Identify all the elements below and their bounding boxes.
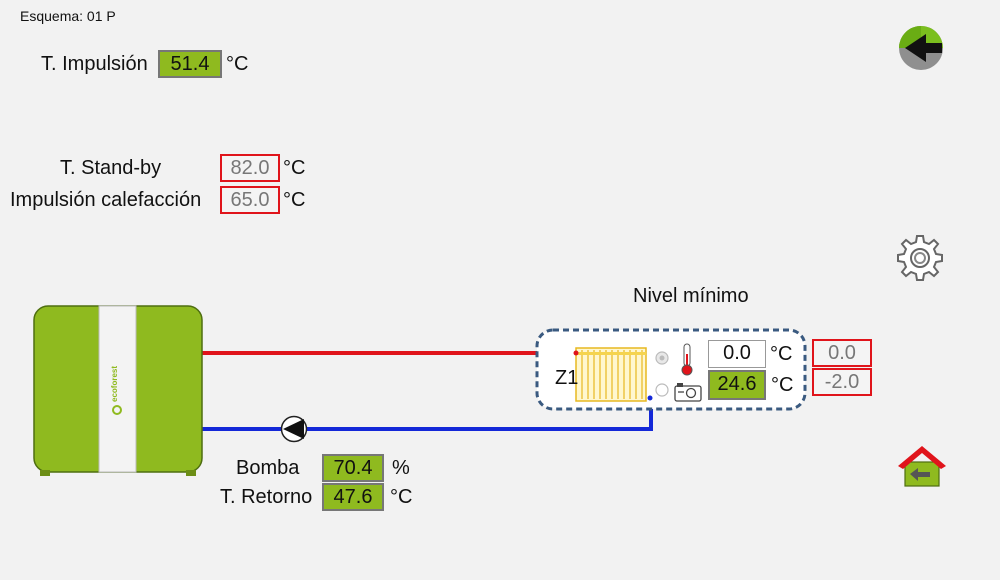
scheme-label: Esquema: 01 P	[20, 8, 116, 24]
zone-room-temp: 24.6	[708, 370, 766, 400]
thermometer-icon	[681, 343, 693, 376]
zone-offset1-field[interactable]: 0.0	[812, 339, 872, 367]
boiler-unit[interactable]: ecoforest	[33, 305, 203, 476]
zone-setpoint-unit: °C	[770, 343, 793, 365]
impulsion-unit: °C	[226, 53, 249, 75]
standby-unit: °C	[283, 157, 306, 179]
boiler-brand: ecoforest	[110, 366, 119, 402]
zone-room-unit: °C	[771, 374, 794, 396]
zone-title: Nivel mínimo	[633, 285, 749, 307]
zone-offset2-field[interactable]: -2.0	[812, 368, 872, 396]
home-icon[interactable]	[898, 446, 946, 487]
heating-label: Impulsión calefacción	[10, 189, 202, 211]
impulsion-label: T. Impulsión	[41, 53, 148, 75]
zone-name: Z1	[555, 367, 579, 389]
boiler-logo-icon	[112, 405, 122, 415]
pump-icon[interactable]	[280, 415, 308, 443]
mode-radio-sensor[interactable]	[655, 383, 669, 397]
return-label: T. Retorno	[220, 486, 313, 508]
back-arrow-icon[interactable]	[899, 26, 943, 70]
pump-unit: %	[392, 457, 410, 479]
pump-value: 70.4	[322, 454, 384, 482]
gear-icon[interactable]	[897, 235, 943, 281]
impulsion-value: 51.4	[158, 50, 222, 78]
standby-label: T. Stand-by	[60, 157, 162, 179]
heating-unit: °C	[283, 189, 306, 211]
standby-value-field[interactable]: 82.0	[220, 154, 280, 182]
zone-setpoint-field[interactable]: 0.0	[708, 340, 766, 368]
return-value: 47.6	[322, 483, 384, 511]
camera-icon	[674, 383, 702, 402]
heating-value-field[interactable]: 65.0	[220, 186, 280, 214]
pump-label: Bomba	[236, 457, 300, 479]
radiator-icon	[573, 347, 653, 402]
return-unit: °C	[390, 486, 413, 508]
